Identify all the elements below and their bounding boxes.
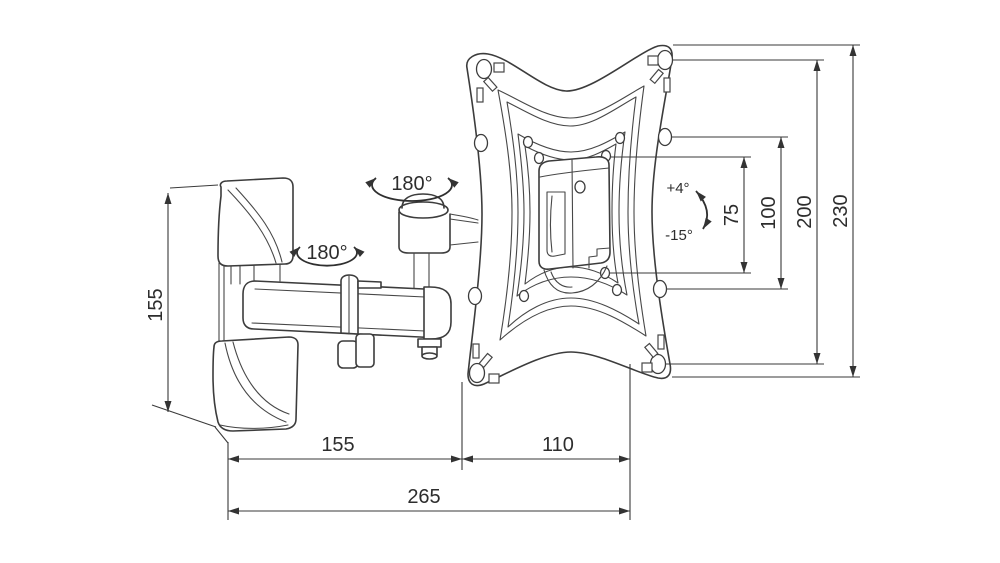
motion-annotations: 180° 180° +4° -15°: [289, 173, 712, 267]
swivel-wall-rotation-label: 180°: [306, 242, 347, 264]
extension-line: [169, 184, 219, 189]
mounting-slot: [663, 77, 671, 93]
mounting-slot: [482, 76, 498, 93]
pivot-bracket-upper: [449, 218, 479, 224]
dim-bracket-height-label: 155: [145, 288, 167, 321]
mounting-slot: [476, 87, 484, 103]
pivot-knob: [398, 201, 449, 219]
mounting-hole: [475, 58, 493, 80]
vesa-75-hole: [518, 289, 530, 303]
mounting-hole: [468, 362, 486, 384]
mounting-slot: [493, 62, 505, 73]
bracket-cover-bottom-curve: [224, 342, 287, 423]
tilt-head-shelf-inner: [550, 271, 573, 288]
dim-arm-length-label: 155: [321, 434, 354, 456]
dim-vesa-100-label: 100: [758, 196, 780, 229]
vesa-100-hole: [467, 286, 483, 306]
tilt-down-angle-label: -15°: [665, 227, 693, 244]
dim-total-reach-label: 265: [407, 486, 440, 508]
extension-line: [214, 426, 229, 444]
vesa-100-hole: [657, 127, 673, 147]
pivot-joint: [398, 193, 479, 291]
dim-plate-width-label: 110: [542, 434, 574, 456]
arm-bar-bottom-edge: [251, 322, 426, 332]
dim-plate-height-230-label: 230: [830, 194, 852, 227]
vesa-75-hole: [522, 135, 534, 149]
arm-end-cap: [423, 286, 452, 340]
bracket-cover-top-curve: [227, 189, 277, 264]
vesa-100-hole: [473, 133, 489, 153]
tilt-head-window: [546, 191, 566, 257]
arm-bolt-flange: [417, 338, 442, 348]
cable-clip: [355, 333, 375, 368]
mounting-slot: [643, 342, 659, 359]
bracket-cover-top-curve: [235, 187, 283, 263]
swivel-arm-rotation-label: 180°: [391, 173, 432, 195]
arm-bar-top-edge: [254, 288, 426, 298]
mounting-slot: [657, 334, 665, 350]
tilt-range-arrow: [695, 190, 712, 230]
plate-ridge-outer-b: [506, 96, 640, 328]
mounting-slot: [488, 373, 500, 384]
dim-vesa-75-label: 75: [721, 204, 743, 226]
vesa-75-hole: [599, 266, 611, 280]
vesa-75-hole: [614, 131, 626, 145]
wall-bracket: [212, 177, 299, 432]
arm-bolt-base: [421, 352, 438, 360]
dim-hole-span-200-label: 200: [794, 195, 816, 228]
vesa-75-hole: [611, 283, 623, 297]
extension-line: [151, 404, 217, 428]
mounting-slot: [647, 55, 659, 66]
tilt-head-body: [538, 156, 611, 270]
vesa-plate: [466, 44, 674, 387]
tilt-head: [538, 156, 611, 294]
bracket-cover-bottom-face: [219, 424, 289, 429]
swivel-arm-rotation-arrow: [365, 177, 459, 202]
tilt-head-notch: [588, 247, 611, 269]
tilt-head-screw-hole: [574, 180, 586, 194]
tilt-head-cap-line: [539, 167, 610, 178]
mounting-hole: [656, 49, 674, 71]
bracket-cover-bottom: [212, 336, 299, 432]
swivel-wall-rotation-arrow: [289, 246, 365, 267]
tilt-head-shelf: [543, 265, 608, 294]
cable-clip: [337, 340, 359, 369]
pivot-box: [398, 211, 451, 254]
mounting-slot: [649, 68, 665, 85]
articulating-arm: [242, 274, 452, 369]
dimension-annotations: 155 155 110 265 75 100 200 230: [145, 44, 860, 520]
plate-ridge-inner-a: [516, 131, 628, 297]
mounting-slot: [478, 352, 494, 369]
mounting-slot: [472, 343, 480, 359]
tilt-head-divider: [571, 158, 574, 269]
vesa-75-hole: [533, 151, 545, 165]
vesa-100-hole: [652, 279, 668, 299]
tilt-head-window-curve: [549, 195, 553, 253]
pivot-bracket-top: [449, 213, 479, 221]
arm-clamp-tab: [357, 280, 382, 289]
mounting-slot: [641, 362, 653, 373]
plate-ridge-outer-a: [497, 85, 647, 341]
tilt-up-angle-label: +4°: [666, 180, 689, 197]
bracket-cover-bottom-curve: [232, 341, 290, 415]
pivot-bracket-lower: [449, 241, 479, 246]
